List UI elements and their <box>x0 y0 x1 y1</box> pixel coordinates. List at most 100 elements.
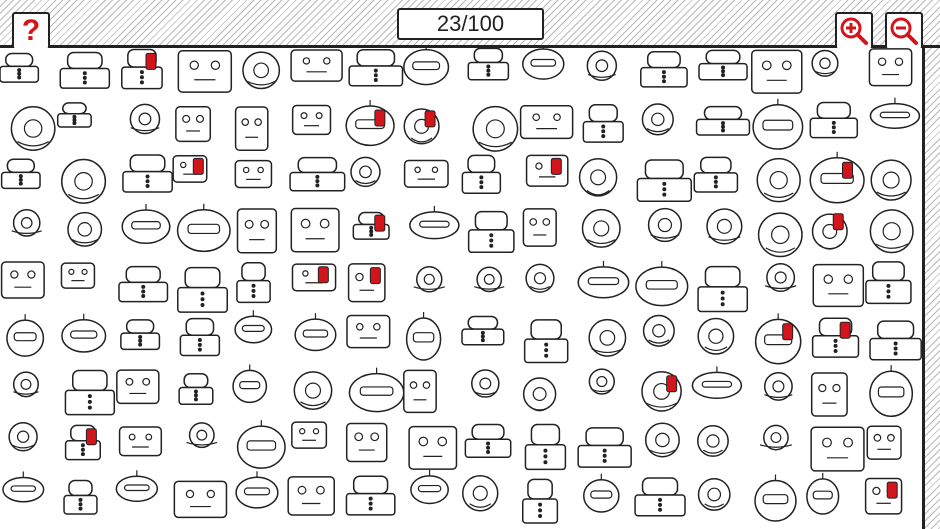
robot-doodle[interactable] <box>693 156 739 193</box>
robot-doodle[interactable] <box>121 48 163 90</box>
robot-doodle[interactable] <box>577 260 630 299</box>
robot-doodle[interactable] <box>642 314 675 347</box>
robot-doodle[interactable] <box>522 478 559 524</box>
robot-doodle[interactable] <box>10 106 56 151</box>
robot-doodle[interactable] <box>810 426 865 472</box>
robot-doodle[interactable] <box>698 49 748 81</box>
robot-doodle[interactable] <box>752 98 804 150</box>
robot-doodle[interactable] <box>64 369 116 416</box>
robot-doodle[interactable] <box>462 475 499 512</box>
robot-doodle[interactable] <box>6 314 45 357</box>
robot-doodle[interactable] <box>242 51 281 90</box>
robot-doodle[interactable] <box>869 97 921 129</box>
robot-doodle[interactable] <box>291 421 328 449</box>
robot-doodle[interactable] <box>691 366 743 400</box>
robot-doodle[interactable] <box>289 156 346 192</box>
robot-doodle[interactable] <box>635 261 689 307</box>
robot-doodle[interactable] <box>578 158 618 197</box>
robot-doodle[interactable] <box>236 420 286 469</box>
robot-doodle[interactable] <box>11 209 42 237</box>
robot-doodle[interactable] <box>811 317 860 358</box>
robot-doodle[interactable] <box>61 313 107 353</box>
robot-doodle[interactable] <box>522 208 557 247</box>
robot-doodle[interactable] <box>474 266 505 293</box>
robot-doodle[interactable] <box>756 157 801 203</box>
robot-doodle[interactable] <box>467 210 515 254</box>
robot-doodle[interactable] <box>525 263 555 293</box>
robot-doodle[interactable] <box>754 313 802 365</box>
robot-doodle[interactable] <box>235 471 279 509</box>
robot-doodle[interactable] <box>806 472 840 515</box>
robot-doodle[interactable] <box>809 151 865 204</box>
robot-doodle[interactable] <box>290 49 343 82</box>
robot-doodle[interactable] <box>869 365 914 418</box>
robot-doodle[interactable] <box>0 52 40 83</box>
robot-doodle[interactable] <box>759 424 793 451</box>
robot-doodle[interactable] <box>118 426 163 457</box>
robot-doodle[interactable] <box>60 262 96 289</box>
robot-doodle[interactable] <box>410 469 449 505</box>
robot-doodle[interactable] <box>179 317 221 357</box>
robot-doodle[interactable] <box>403 369 437 414</box>
robot-doodle[interactable] <box>186 422 218 449</box>
robot-doodle[interactable] <box>647 207 683 243</box>
robot-doodle[interactable] <box>588 368 616 395</box>
robot-doodle[interactable] <box>234 310 273 344</box>
robot-doodle[interactable] <box>461 315 505 346</box>
robot-doodle[interactable] <box>754 474 797 522</box>
robot-doodle[interactable] <box>467 48 510 81</box>
robot-doodle[interactable] <box>346 314 391 349</box>
robot-doodle[interactable] <box>64 424 102 461</box>
robot-doodle[interactable] <box>577 427 632 468</box>
robot-doodle[interactable] <box>287 476 335 516</box>
help-button[interactable]: ? <box>12 12 50 50</box>
robot-doodle[interactable] <box>588 318 627 357</box>
robot-doodle[interactable] <box>644 422 680 458</box>
robot-doodle[interactable] <box>464 423 512 459</box>
robot-doodle[interactable] <box>869 320 922 361</box>
robot-doodle[interactable] <box>706 208 743 245</box>
robot-doodle[interactable] <box>472 105 519 152</box>
robot-doodle[interactable] <box>810 372 848 417</box>
robot-doodle[interactable] <box>232 364 268 404</box>
robot-doodle[interactable] <box>178 372 214 406</box>
robot-doodle[interactable] <box>172 154 208 183</box>
robot-doodle[interactable] <box>291 104 332 136</box>
zoom-in-button[interactable] <box>835 12 873 50</box>
robot-doodle[interactable] <box>345 475 396 516</box>
robot-doodle[interactable] <box>122 154 173 193</box>
robot-doodle[interactable] <box>347 263 386 303</box>
robot-doodle[interactable] <box>471 369 500 398</box>
robot-doodle[interactable] <box>641 371 682 412</box>
robot-doodle[interactable] <box>118 265 169 303</box>
robot-doodle[interactable] <box>525 154 569 187</box>
robot-doodle[interactable] <box>697 425 729 457</box>
robot-doodle[interactable] <box>120 319 161 351</box>
robot-doodle[interactable] <box>63 479 98 515</box>
robot-doodle[interactable] <box>695 105 751 136</box>
robot-doodle[interactable] <box>352 211 390 240</box>
robot-doodle[interactable] <box>764 262 797 293</box>
robot-doodle[interactable] <box>67 211 103 247</box>
robot-doodle[interactable] <box>809 101 859 139</box>
robot-doodle[interactable] <box>405 311 442 361</box>
robot-doodle[interactable] <box>350 156 381 188</box>
robot-doodle[interactable] <box>811 49 839 77</box>
robot-doodle[interactable] <box>640 51 688 88</box>
robot-doodle[interactable] <box>581 208 621 248</box>
robot-doodle[interactable] <box>751 49 803 94</box>
robot-doodle[interactable] <box>129 103 161 135</box>
robot-doodle[interactable] <box>697 265 749 313</box>
robot-doodle[interactable] <box>115 470 159 503</box>
robot-doodle[interactable] <box>0 158 41 190</box>
robot-doodle[interactable] <box>583 473 620 513</box>
robot-doodle[interactable] <box>121 203 171 245</box>
robot-doodle[interactable] <box>234 159 273 189</box>
robot-doodle[interactable] <box>869 209 914 254</box>
robot-doodle[interactable] <box>2 471 45 503</box>
robot-doodle[interactable] <box>345 422 388 463</box>
robot-doodle[interactable] <box>866 425 902 460</box>
robot-doodle[interactable] <box>403 159 449 188</box>
robot-doodle[interactable] <box>697 317 735 355</box>
robot-doodle[interactable] <box>582 104 624 143</box>
